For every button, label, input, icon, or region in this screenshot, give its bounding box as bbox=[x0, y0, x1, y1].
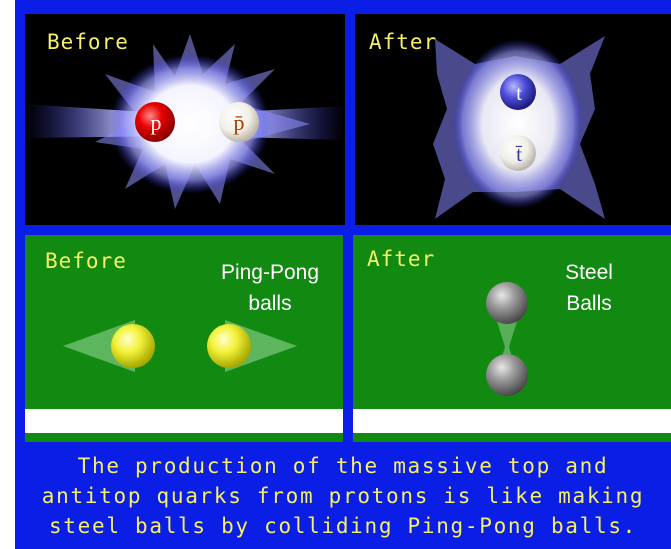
floor-stripe bbox=[25, 409, 343, 433]
pingpong-graphic bbox=[25, 320, 343, 433]
proton-symbol: p bbox=[151, 110, 162, 135]
caption-line-1: The production of the massive top and bbox=[77, 454, 609, 478]
balls-label: Steel Balls bbox=[549, 257, 629, 319]
burst-glow bbox=[453, 39, 583, 209]
panel-label: After bbox=[369, 30, 438, 54]
proton-collision-graphic: p p̄ bbox=[25, 34, 345, 209]
steel-ball-top bbox=[486, 282, 528, 324]
steel-ball-graphic bbox=[353, 282, 671, 433]
panel-steel-after: After Steel Balls bbox=[353, 235, 671, 442]
antiproton-ball bbox=[219, 102, 259, 142]
caption-line-3: steel balls by colliding Ping-Pong balls… bbox=[48, 514, 638, 538]
top-symbol: t bbox=[516, 81, 522, 105]
panel-label: Before bbox=[47, 30, 129, 54]
panel-pingpong-before: Before Ping-Pong balls bbox=[25, 235, 343, 442]
burst-glow bbox=[110, 54, 270, 194]
antiproton-symbol: p̄ bbox=[234, 110, 245, 135]
antitop-symbol: t̄ bbox=[515, 142, 523, 166]
balls-label-line1: Steel bbox=[565, 261, 613, 284]
pingpong-ball-left bbox=[111, 324, 155, 368]
top-quark-ball bbox=[500, 74, 536, 110]
balls-label: Ping-Pong balls bbox=[210, 257, 330, 319]
top-quark-graphic: t t̄ bbox=[433, 36, 605, 219]
proton-ball bbox=[135, 102, 175, 142]
steel-ball-bottom bbox=[486, 354, 528, 396]
balls-label-line2: balls bbox=[248, 292, 292, 315]
floor-stripe bbox=[353, 409, 671, 433]
panel-label: After bbox=[367, 247, 436, 271]
antitop-quark-ball bbox=[500, 135, 536, 171]
pingpong-ball-right bbox=[207, 324, 251, 368]
caption-line-2: antitop quarks from protons is like maki… bbox=[41, 484, 645, 508]
panel-proton-before: p p̄ Before bbox=[25, 14, 345, 225]
balls-label-line2: Balls bbox=[566, 292, 612, 315]
panel-top-quark-after: t t̄ After bbox=[355, 14, 671, 225]
panel-label: Before bbox=[45, 249, 127, 273]
balls-label-line1: Ping-Pong bbox=[220, 261, 320, 284]
